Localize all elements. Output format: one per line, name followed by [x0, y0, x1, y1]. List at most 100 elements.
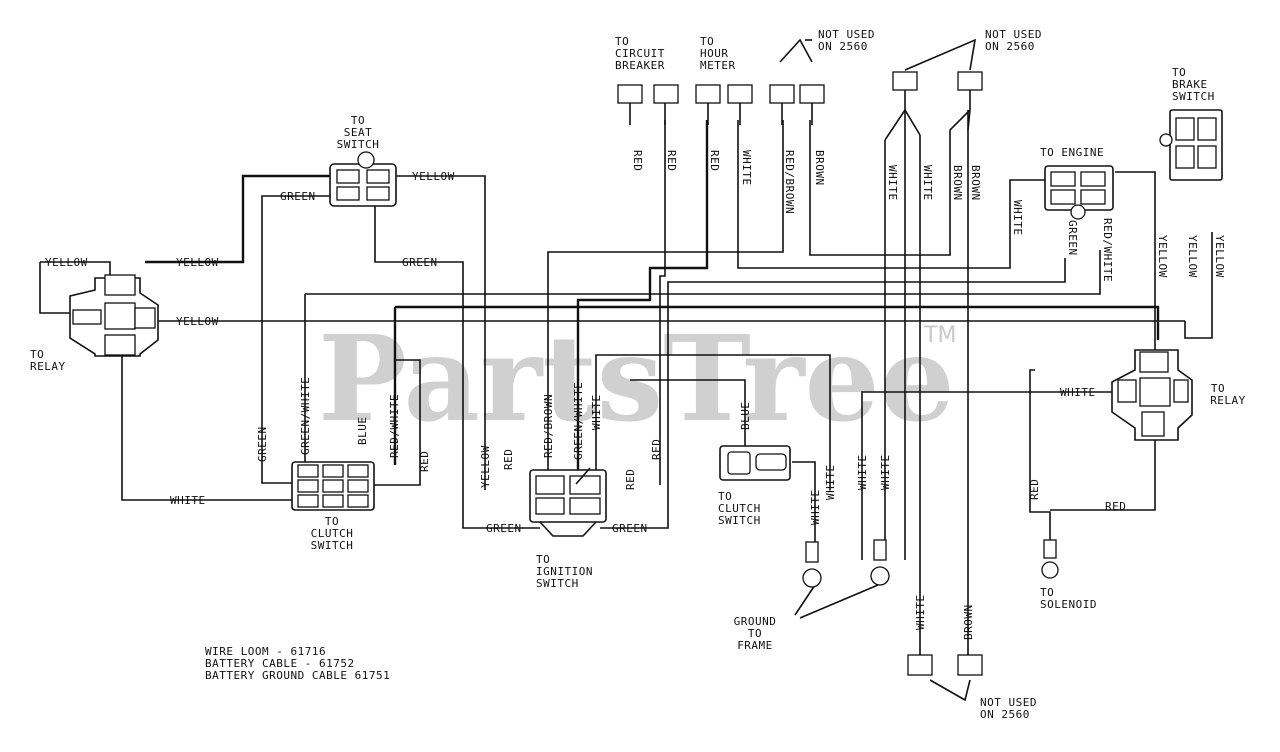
- wire-label-red-clutch: RED: [418, 451, 431, 472]
- wire-label-green-clutch: GREEN: [256, 426, 269, 462]
- wire-label-yellow-ign: YELLOW: [479, 445, 492, 488]
- wire-label-red-breaker-1: RED: [631, 150, 644, 171]
- label-ignition-3: SWITCH: [536, 577, 579, 590]
- wire-label-red-brown-ign: RED/BROWN: [542, 394, 555, 458]
- wire-label-white-mid-1: WHITE: [824, 464, 837, 500]
- label-ground-1: GROUND: [734, 615, 777, 628]
- wire-label-white-clutch: WHITE: [170, 494, 206, 507]
- wire-label-red-breaker-2: RED: [665, 150, 678, 171]
- wire-label-green-white-clutch: GREEN/WHITE: [299, 377, 312, 455]
- wire-label-red-ign-1: RED: [502, 449, 515, 470]
- wire-label-green-ign-left: GREEN: [486, 522, 522, 535]
- label-seat-switch-3: SWITCH: [337, 138, 380, 151]
- label-breaker-1: TO: [615, 35, 629, 48]
- label-ground-2: TO: [748, 627, 762, 640]
- wire-label-white-ign: WHITE: [590, 394, 603, 430]
- label-relay-right-1: TO: [1211, 382, 1225, 395]
- wires: [39, 38, 1213, 702]
- wire-label-white-hour: WHITE: [740, 150, 753, 186]
- label-relay-left-2: RELAY: [30, 360, 66, 373]
- parts-legend: WIRE LOOM - 61716 BATTERY CABLE - 61752 …: [205, 645, 390, 682]
- wire-label-blue-clutch: BLUE: [356, 417, 369, 446]
- wire-label-white-bottom: WHITE: [914, 594, 927, 630]
- wire-label-white-relay: WHITE: [1060, 386, 1096, 399]
- wire-label-white-mid-4: WHITE: [879, 454, 892, 490]
- watermark-brand: PartsTree: [318, 309, 955, 448]
- label-not-used-1b: ON 2560: [818, 40, 868, 53]
- wire-label-red-white-engine: RED/WHITE: [1101, 218, 1114, 282]
- wire-label-red-ign-2: RED: [624, 469, 637, 490]
- engine-connector: [1044, 165, 1114, 220]
- label-clutch-mid-1: TO: [718, 490, 732, 503]
- ignition-switch-connector: [529, 467, 607, 537]
- wire-label-white-mid-3: WHITE: [856, 454, 869, 490]
- wire-label-white-top-2: WHITE: [921, 165, 934, 201]
- label-brake-2: BRAKE: [1172, 78, 1208, 91]
- wire-label-yellow-relay-top: YELLOW: [45, 256, 88, 269]
- clutch-switch-connector-left: [291, 461, 375, 511]
- bottom-terminals: [802, 539, 1059, 676]
- label-not-used-1a: NOT USED: [818, 28, 875, 41]
- wire-label-yellow-brake-2: YELLOW: [1213, 235, 1226, 278]
- wire-label-red-solenoid: RED: [1028, 479, 1041, 500]
- wire-label-white-top-1: WHITE: [886, 165, 899, 201]
- label-brake-1: TO: [1172, 66, 1186, 79]
- watermark-trademark: TM: [923, 323, 956, 348]
- relay-connector-right: [1111, 349, 1193, 441]
- label-clutch-left-1: TO: [325, 515, 339, 528]
- label-clutch-left-2: CLUTCH: [311, 527, 354, 540]
- label-hour-meter-1: TO: [700, 35, 714, 48]
- label-ground-3: FRAME: [737, 639, 773, 652]
- label-clutch-mid-2: CLUTCH: [718, 502, 761, 515]
- clutch-switch-connector-mid: [719, 445, 791, 481]
- relay-connector-left: [69, 274, 159, 357]
- label-hour-meter-2: HOUR: [700, 47, 729, 60]
- label-clutch-left-3: SWITCH: [311, 539, 354, 552]
- wire-label-red-hour: RED: [708, 150, 721, 171]
- label-not-used-3a: NOT USED: [980, 696, 1037, 709]
- wire-label-red-relay: RED: [1105, 500, 1126, 513]
- wire-label-green-mid: GREEN: [402, 256, 438, 269]
- wire-label-brown-top-1: BROWN: [951, 165, 964, 201]
- wire-label-brown-bottom: BROWN: [962, 604, 975, 640]
- wire-label-red-ign-3: RED: [650, 439, 663, 460]
- wire-label-red-white-clutch: RED/WHITE: [388, 394, 401, 458]
- wire-label-white-mid-2: WHITE: [809, 489, 822, 525]
- wire-label-yellow-relay: YELLOW: [176, 256, 219, 269]
- wire-label-green-white-ign: GREEN/WHITE: [572, 382, 585, 460]
- wire-label-yellow-brake-1: YELLOW: [1186, 235, 1199, 278]
- wire-label-yellow-engine: YELLOW: [1156, 235, 1169, 278]
- wire-labels: YELLOW GREEN YELLOW YELLOW GREEN YELLOW …: [45, 150, 1226, 640]
- label-ignition-1: TO: [536, 553, 550, 566]
- label-relay-right-2: RELAY: [1210, 394, 1246, 407]
- label-relay-left-1: TO: [30, 348, 44, 361]
- wire-label-blue-mid: BLUE: [739, 402, 752, 431]
- seat-switch-connector: [329, 151, 397, 207]
- label-not-used-2a: NOT USED: [985, 28, 1042, 41]
- wire-label-brown-top: BROWN: [813, 150, 826, 186]
- wire-label-green-seat: GREEN: [280, 190, 316, 203]
- label-breaker-3: BREAKER: [615, 59, 665, 72]
- wire-label-red-brown-top: RED/BROWN: [783, 150, 796, 214]
- label-engine: TO ENGINE: [1040, 146, 1104, 159]
- label-seat-switch-1: TO: [351, 114, 365, 127]
- label-seat-switch-2: SEAT: [344, 126, 373, 139]
- wire-label-yellow-seat: YELLOW: [412, 170, 455, 183]
- legend-battery-cable: BATTERY CABLE - 61752: [205, 657, 355, 670]
- wire-label-green-ign-right: GREEN: [612, 522, 648, 535]
- brake-switch-connector: [1159, 109, 1223, 181]
- label-ignition-2: IGNITION: [536, 565, 593, 578]
- label-brake-3: SWITCH: [1172, 90, 1215, 103]
- wire-label-green-engine: GREEN: [1066, 220, 1079, 256]
- connector-labels: TO SEAT SWITCH TO RELAY TO RELAY TO CLUT…: [30, 28, 1246, 721]
- legend-battery-ground-cable: BATTERY GROUND CABLE 61751: [205, 669, 390, 682]
- label-breaker-2: CIRCUIT: [615, 47, 665, 60]
- wire-label-white-engine: WHITE: [1011, 200, 1024, 236]
- label-solenoid-2: SOLENOID: [1040, 598, 1097, 611]
- label-not-used-2b: ON 2560: [985, 40, 1035, 53]
- label-clutch-mid-3: SWITCH: [718, 514, 761, 527]
- top-terminals: [617, 71, 983, 141]
- label-solenoid-1: TO: [1040, 586, 1054, 599]
- wire-label-brown-top-2: BROWN: [969, 165, 982, 201]
